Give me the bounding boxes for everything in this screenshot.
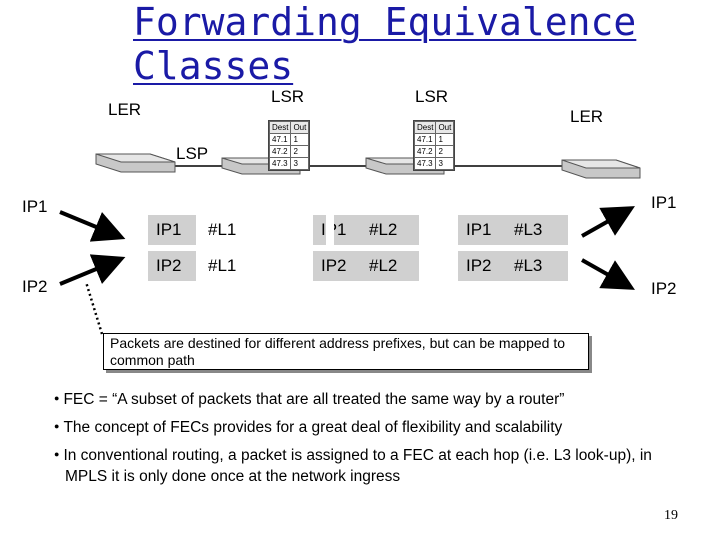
egress-label-ip2: IP2 bbox=[651, 279, 677, 298]
slide-title: Forwarding Equivalence Classes bbox=[133, 0, 636, 88]
bullet-item: ●In conventional routing, a packet is as… bbox=[54, 446, 664, 487]
ingress-arrow-1 bbox=[59, 210, 126, 242]
bullet-item: ●FEC = “A subset of packets that are all… bbox=[54, 390, 674, 411]
ler-left-router bbox=[95, 153, 176, 173]
rt1-out: 1 bbox=[290, 133, 310, 146]
bullet-dot-icon: ● bbox=[54, 393, 60, 403]
note-pointer bbox=[84, 281, 104, 335]
hop2-row1-label: #L2 bbox=[361, 215, 419, 245]
note-callout: Packets are destined for different addre… bbox=[103, 333, 589, 370]
rt2-out: 2 bbox=[435, 145, 455, 158]
hop2-row2-label: #L2 bbox=[361, 251, 419, 281]
hop3-row1-fec: IP1 bbox=[458, 215, 506, 245]
bullet-text: FEC = “A subset of packets that are all … bbox=[63, 391, 565, 408]
rt1-dest: 47.1 bbox=[268, 133, 292, 146]
rt2-header-dest: Dest bbox=[413, 121, 437, 134]
bullet-text: The concept of FECs provides for a great… bbox=[63, 419, 563, 436]
egress-arrow-2 bbox=[581, 258, 635, 290]
rt2-header-out: Out bbox=[435, 121, 455, 134]
rt1-header-dest: Dest bbox=[268, 121, 292, 134]
title-line-1: Forwarding Equivalence bbox=[133, 0, 637, 44]
lsp-label: LSP bbox=[176, 144, 209, 163]
title-line-2: Classes bbox=[133, 44, 294, 88]
rt1-header-out: Out bbox=[290, 121, 310, 134]
ingress-label-ip2: IP2 bbox=[22, 277, 48, 296]
hop2-row1-fec: IP1 bbox=[313, 215, 361, 245]
page-number: 19 bbox=[664, 508, 678, 523]
bullet-dot-icon: ● bbox=[54, 449, 60, 459]
hop3-row1-label: #L3 bbox=[506, 215, 568, 245]
hop1-row1-fec: IP1 bbox=[148, 215, 196, 245]
rt2-dest: 47.3 bbox=[413, 157, 437, 170]
ingress-arrow-2 bbox=[59, 254, 126, 286]
ler-right-label: LER bbox=[570, 107, 604, 126]
egress-label-ip1: IP1 bbox=[651, 193, 677, 212]
rt1-out: 2 bbox=[290, 145, 310, 158]
rt2-out: 1 bbox=[435, 133, 455, 146]
ler-left-label: LER bbox=[108, 100, 142, 119]
rt2-out: 3 bbox=[435, 157, 455, 170]
bullet-text: In conventional routing, a packet is ass… bbox=[63, 447, 652, 485]
hop1-row2-fec: IP2 bbox=[148, 251, 196, 281]
rt1-dest: 47.2 bbox=[268, 145, 292, 158]
rt1-dest: 47.3 bbox=[268, 157, 292, 170]
rt1-out: 3 bbox=[290, 157, 310, 170]
bullet-dot-icon: ● bbox=[54, 421, 60, 431]
rt2-dest: 47.2 bbox=[413, 145, 437, 158]
hop1-row1-label: #L1 bbox=[200, 215, 258, 245]
hop3-row2-fec: IP2 bbox=[458, 251, 506, 281]
hop1-row2-label: #L1 bbox=[200, 251, 258, 281]
lsr-1-label: LSR bbox=[271, 87, 305, 106]
rt2-dest: 47.1 bbox=[413, 133, 437, 146]
lsr-2-label: LSR bbox=[415, 87, 449, 106]
ler-right-router bbox=[561, 159, 641, 179]
ingress-label-ip1: IP1 bbox=[22, 197, 48, 216]
hop3-row2-label: #L3 bbox=[506, 251, 568, 281]
hop2-row2-fec: IP2 bbox=[313, 251, 361, 281]
bullet-item: ●The concept of FECs provides for a grea… bbox=[54, 418, 674, 439]
egress-arrow-1 bbox=[581, 206, 635, 238]
